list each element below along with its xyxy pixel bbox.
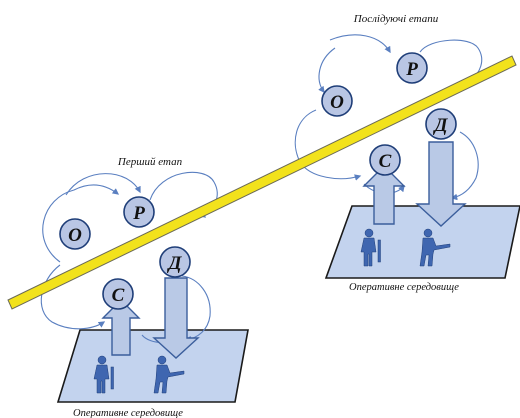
- soldier-icon: [93, 355, 114, 394]
- soldier-icon: [419, 228, 451, 267]
- node-s-label: С: [112, 285, 125, 306]
- node-o-label: О: [68, 225, 82, 246]
- node-o: О: [321, 85, 353, 117]
- operational-environment-platform: [56, 329, 249, 403]
- node-s: С: [369, 144, 401, 176]
- node-r: Р: [123, 196, 155, 228]
- timeline-axis: [7, 55, 517, 310]
- node-r: Р: [396, 52, 428, 84]
- soldier-icon: [153, 355, 185, 394]
- group-first-stage: О Р Д С Перший етап Оперативне середовищ…: [40, 156, 249, 418]
- node-d-label: Д: [167, 253, 183, 274]
- node-r-label: Р: [405, 59, 418, 80]
- group-subsequent-stages: О Р Д С Послідуючі етапи Оперативне сере…: [294, 13, 520, 293]
- node-d: Д: [159, 246, 191, 278]
- environment-label-first: Оперативне середовище: [73, 408, 183, 418]
- stage-label-subsequent: Послідуючі етапи: [353, 13, 439, 25]
- stage-label-first: Перший етап: [117, 156, 183, 168]
- node-d-label: Д: [433, 115, 449, 136]
- node-d: Д: [425, 108, 457, 140]
- down-arrow: [152, 277, 200, 359]
- node-o: О: [59, 218, 91, 250]
- soldier-icon: [360, 228, 381, 267]
- down-arrow: [415, 141, 467, 227]
- node-s: С: [102, 278, 134, 310]
- node-s-label: С: [379, 151, 392, 172]
- node-r-label: Р: [132, 203, 145, 224]
- environment-label-subsequent: Оперативне середовище: [349, 282, 459, 293]
- node-o-label: О: [330, 92, 344, 113]
